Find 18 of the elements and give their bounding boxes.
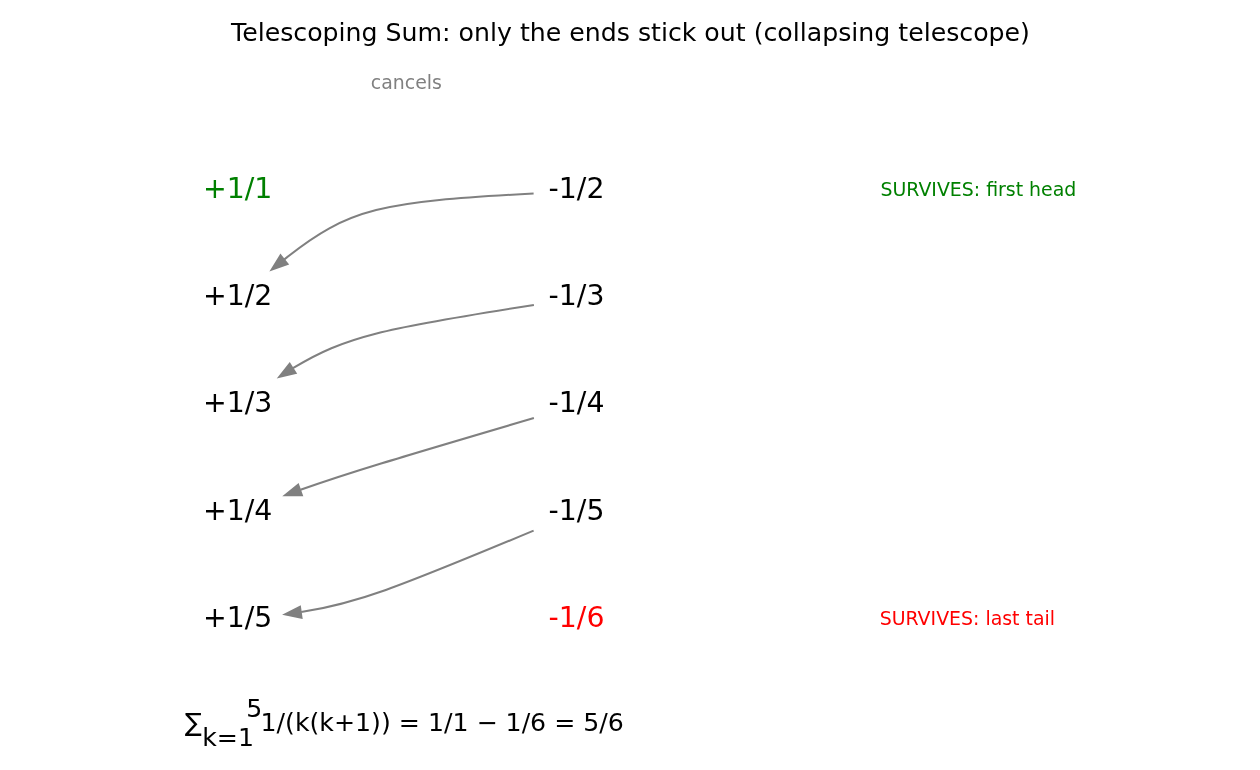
node-text: -1/2 (548, 172, 604, 206)
node-text: -1/4 (548, 386, 604, 420)
diagram-title: Telescoping Sum: only the ends stick out (collapsing telescope) (230, 18, 1030, 48)
label: SURVIVES: last tail (879, 606, 1055, 629)
node-text: +1/2 (202, 279, 272, 313)
arrow (268, 192, 534, 272)
node-text: -1/5 (548, 493, 604, 527)
arrow (276, 303, 534, 379)
node-text: +1/3 (202, 386, 272, 420)
label: cancels (370, 70, 442, 93)
label: SURVIVES: first head (879, 178, 1076, 201)
node-text: +1/5 (202, 600, 272, 634)
arrow (281, 529, 534, 619)
node-text: -1/6 (548, 600, 604, 634)
arrow (281, 417, 534, 497)
node-text: -1/3 (548, 279, 604, 313)
node-text: +1/1 (202, 172, 272, 206)
node-text: +1/4 (202, 493, 272, 527)
